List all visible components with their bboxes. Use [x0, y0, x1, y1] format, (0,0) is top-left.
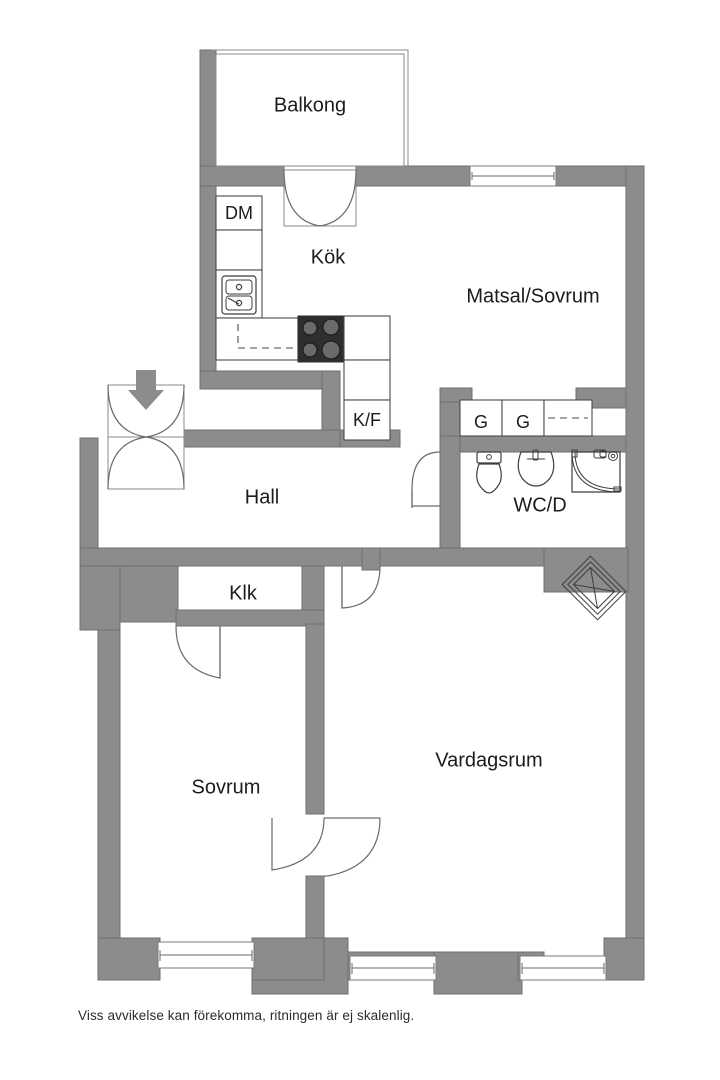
wall-balcony-left [199, 49, 217, 181]
wall-east [625, 165, 645, 967]
appliance-label-g2: G [516, 412, 530, 432]
wall-sovrum-right-upper [305, 623, 325, 815]
door-wc [411, 451, 441, 508]
wall-bottom-vard-mid [433, 951, 523, 995]
wall-kitchen-south [199, 370, 341, 390]
room-label-wcd: WC/D [513, 494, 566, 516]
appliance-label-g1: G [474, 412, 488, 432]
doors [107, 169, 441, 877]
window-vardagsrum-bottom-2 [519, 955, 607, 981]
corner-shower-icon [571, 449, 622, 493]
appliance-dm-box [215, 195, 263, 231]
door-entrance [107, 370, 185, 490]
wall-hall-left [79, 437, 99, 551]
appliance-kf-box [343, 399, 391, 441]
wall-bottom-vard-right [603, 937, 645, 981]
wall-hall-south [79, 547, 381, 567]
door-balcony-double [283, 169, 357, 227]
toilet-icon [476, 451, 502, 494]
cabinet-dashed-guide [237, 324, 298, 349]
bathroom-fittings [459, 399, 622, 494]
wall-bottom-mid-b [251, 937, 325, 981]
appliance-label-kf: K/F [353, 410, 381, 430]
wall-vard-north [379, 547, 563, 567]
appliance-label-dm: DM [225, 203, 253, 223]
wall-wc-topleft [439, 387, 473, 403]
kitchen-fittings [215, 195, 391, 441]
door-klk [175, 625, 221, 679]
room-labels: Balkong Kök Matsal/Sovrum Hall WC/D Klk … [192, 94, 600, 798]
wall-structure [79, 49, 645, 995]
cabinet-run-bottom [215, 317, 299, 361]
room-label-hall: Hall [245, 486, 279, 508]
room-label-klk: Klk [229, 582, 258, 604]
corner-fireplace-icon [561, 555, 627, 621]
window-matsal-top [469, 165, 557, 187]
door-vardagsrum [341, 565, 381, 609]
room-label-sovrum: Sovrum [192, 776, 261, 798]
entrance-arrow-icon [128, 370, 164, 410]
plan-disclaimer-caption: Viss avvikelse kan förekomma, ritningen … [78, 1008, 415, 1023]
wall-hall-right [361, 547, 381, 571]
wall-balcony-bottom-left [199, 165, 285, 187]
room-label-vardagsrum: Vardagsrum [435, 749, 542, 771]
window-sovrum-bottom [157, 941, 255, 969]
wall-kf-left [321, 370, 341, 440]
wall-klk-south [175, 609, 325, 627]
kitchen-sink-icon [221, 275, 257, 315]
room-label-kok: Kök [311, 246, 346, 268]
wall-kitchen-left [199, 185, 217, 372]
windows [157, 165, 607, 981]
wall-bottom-sovrum-left [97, 937, 161, 981]
cooktop-icon [297, 315, 345, 363]
wall-wc-left [439, 435, 461, 551]
washbasin-icon [517, 449, 555, 487]
window-vardagsrum-bottom-1 [349, 955, 437, 981]
room-label-balkong: Balkong [274, 94, 346, 116]
door-sovrum [271, 817, 381, 877]
wardrobe-g1-box [459, 399, 503, 437]
room-label-matsal: Matsal/Sovrum [466, 285, 599, 307]
wall-vard-north-right [543, 547, 629, 593]
wall-sovrum-left-top [79, 565, 121, 631]
appliance-labels: DM K/F G G [225, 203, 530, 432]
wall-sovrum-left [97, 609, 121, 956]
